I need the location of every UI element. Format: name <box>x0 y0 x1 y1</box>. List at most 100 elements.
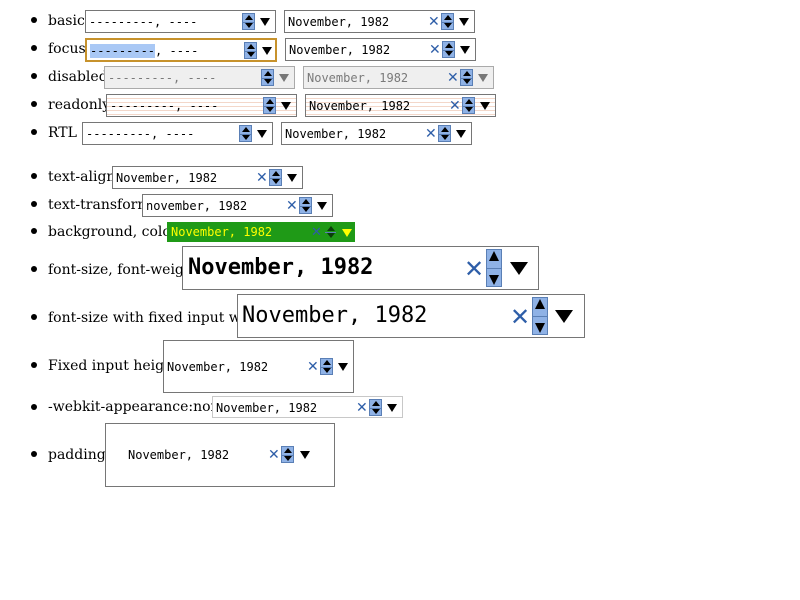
week-input-rtl[interactable]: ---------, ---- <box>82 122 273 145</box>
spin-button-icon[interactable] <box>486 249 502 287</box>
bullet <box>31 362 37 368</box>
clear-x-icon[interactable]: ✕ <box>268 447 280 463</box>
week-input-focused[interactable]: ---------, ---- <box>85 38 277 62</box>
clear-x-icon: ✕ <box>447 70 459 86</box>
month-input-text-align[interactable]: November, 1982 ✕ <box>112 166 303 189</box>
dropdown-arrow-icon[interactable] <box>387 404 397 412</box>
clear-x-icon[interactable]: ✕ <box>428 14 440 30</box>
dropdown-arrow-icon[interactable] <box>317 202 327 210</box>
dropdown-arrow-icon[interactable] <box>342 229 352 237</box>
dropdown-arrow-icon <box>478 74 488 82</box>
month-input-colored[interactable]: November, 1982 ✕ <box>167 222 355 242</box>
dropdown-arrow-icon[interactable] <box>460 46 470 54</box>
bullet <box>31 314 37 320</box>
month-value: november, 1982 <box>146 199 248 213</box>
row-label: font-size, font-weight: <box>48 262 204 278</box>
month-input-fixed-width[interactable]: November, 1982 ✕ <box>237 294 585 338</box>
month-input-padding[interactable]: November, 1982 ✕ <box>105 423 335 487</box>
month-input-rtl[interactable]: November, 1982 ✕ <box>281 122 472 145</box>
clear-x-icon[interactable]: ✕ <box>256 170 268 186</box>
week-input-readonly[interactable]: ---------, ---- <box>106 94 297 117</box>
month-input-readonly[interactable]: November, 1982 ✕ <box>305 94 496 117</box>
spin-button-icon[interactable] <box>442 41 455 58</box>
spin-button-icon[interactable] <box>532 297 548 335</box>
dropdown-arrow-icon[interactable] <box>262 47 272 55</box>
spin-button-icon[interactable] <box>244 42 257 59</box>
month-input-fixed-height[interactable]: November, 1982 ✕ <box>163 340 354 393</box>
clear-x-icon[interactable]: ✕ <box>464 255 485 283</box>
week-input-disabled: ---------, ---- <box>104 66 295 89</box>
bullet <box>31 129 37 135</box>
month-value: November, 1982 <box>285 127 387 141</box>
selected-week-segment: --------- <box>90 44 156 58</box>
dropdown-arrow-icon[interactable] <box>555 310 573 323</box>
dropdown-arrow-icon[interactable] <box>338 363 348 371</box>
spin-button-icon[interactable] <box>324 224 337 240</box>
spin-button-icon[interactable] <box>438 125 451 142</box>
dropdown-arrow-icon[interactable] <box>281 102 291 110</box>
row-label: disabled <box>48 69 108 85</box>
bullet <box>31 17 37 23</box>
month-value: November, 1982 <box>167 360 269 374</box>
dropdown-arrow-icon[interactable] <box>300 451 310 459</box>
dropdown-arrow-icon[interactable] <box>459 18 469 26</box>
week-rest: , ---- <box>155 44 199 58</box>
spin-button-icon <box>261 69 274 86</box>
clear-x-icon[interactable]: ✕ <box>449 98 461 114</box>
month-input-text-transform[interactable]: november, 1982 ✕ <box>142 194 333 217</box>
week-value: ---------, ---- <box>89 15 198 29</box>
row-label: padding: <box>48 447 111 463</box>
clear-x-icon[interactable]: ✕ <box>286 198 298 214</box>
clear-x-icon[interactable]: ✕ <box>356 400 368 416</box>
row-label: Fixed input height: <box>48 358 184 374</box>
week-input-basic[interactable]: ---------, ---- <box>85 10 276 33</box>
week-value: ---------, ---- <box>110 99 219 113</box>
row-label: font-size with fixed input width: <box>48 310 274 326</box>
row-label: text-align: <box>48 169 121 185</box>
month-input-large-bold[interactable]: November, 1982 ✕ <box>182 246 539 290</box>
bullet <box>31 451 37 457</box>
row-label: focus <box>48 41 86 57</box>
month-value: November, 1982 <box>307 71 409 85</box>
month-input-disabled: November, 1982 ✕ <box>303 66 494 89</box>
month-value: November, 1982 <box>116 171 218 185</box>
spin-button-icon[interactable] <box>462 97 475 114</box>
bullet <box>31 101 37 107</box>
clear-x-icon[interactable]: ✕ <box>307 359 319 375</box>
spin-button-icon[interactable] <box>263 97 276 114</box>
row-label: background, color: <box>48 224 183 240</box>
spin-button-icon[interactable] <box>299 197 312 214</box>
dropdown-arrow-icon <box>279 74 289 82</box>
dropdown-arrow-icon[interactable] <box>287 174 297 182</box>
dropdown-arrow-icon[interactable] <box>456 130 466 138</box>
week-value: ---------, ---- <box>86 127 195 141</box>
spin-button-icon[interactable] <box>269 169 282 186</box>
month-value: November, 1982 <box>128 448 230 462</box>
spin-button-icon[interactable] <box>441 13 454 30</box>
spin-button-icon[interactable] <box>239 125 252 142</box>
month-input-focus-row[interactable]: November, 1982 ✕ <box>285 38 476 61</box>
spin-button-icon[interactable] <box>281 446 294 463</box>
dropdown-arrow-icon[interactable] <box>257 130 267 138</box>
clear-x-icon[interactable]: ✕ <box>425 126 437 142</box>
clear-x-icon[interactable]: ✕ <box>429 42 441 58</box>
dropdown-arrow-icon[interactable] <box>260 18 270 26</box>
month-input-basic[interactable]: November, 1982 ✕ <box>284 10 475 33</box>
month-input-appearance-none[interactable]: November, 1982 ✕ <box>212 396 403 418</box>
spin-button-icon[interactable] <box>320 358 333 375</box>
bullet <box>31 201 37 207</box>
clear-x-icon[interactable]: ✕ <box>510 303 531 331</box>
spin-button-icon[interactable] <box>369 399 382 416</box>
month-value: November, 1982 <box>188 255 374 280</box>
dropdown-arrow-icon[interactable] <box>480 102 490 110</box>
dropdown-arrow-icon[interactable] <box>510 262 528 275</box>
spin-button-icon[interactable] <box>242 13 255 30</box>
bullet <box>31 45 37 51</box>
month-value: November, 1982 <box>171 225 273 239</box>
clear-x-icon[interactable]: ✕ <box>311 225 322 240</box>
month-value: November, 1982 <box>288 15 390 29</box>
month-value: November, 1982 <box>242 303 428 328</box>
bullet <box>31 73 37 79</box>
month-value: November, 1982 <box>289 43 391 57</box>
month-value: November, 1982 <box>309 99 411 113</box>
